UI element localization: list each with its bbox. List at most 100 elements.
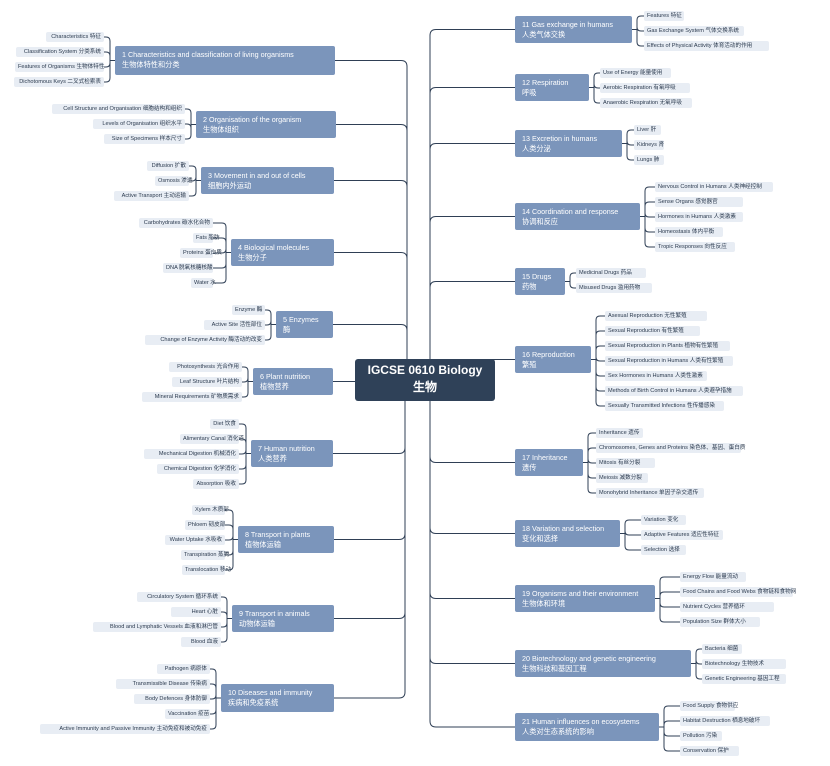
topic-17-subtopic[interactable]: Inheritance 遗传 — [596, 428, 643, 438]
topic-4-subtopic[interactable]: Fats 脂肪 — [193, 233, 220, 243]
topic-10-subtopic[interactable]: Vaccination 疫苗 — [165, 709, 210, 719]
topic-18-subtopic[interactable]: Variation 变化 — [641, 515, 686, 525]
topic-8-subtopic[interactable]: Water Uptake 水吸收 — [165, 535, 225, 545]
central-topic[interactable]: IGCSE 0610 Biology 生物 — [355, 359, 495, 401]
topic-10-subtopic[interactable]: Body Defences 身体防御 — [134, 694, 210, 704]
topic-15-subtopic[interactable]: Misused Drugs 滥用药物 — [576, 283, 652, 293]
topic-19-subtopic[interactable]: Energy Flow 能量流动 — [680, 572, 746, 582]
topic-4-subtopic[interactable]: Water 水 — [191, 278, 216, 288]
topic-16-subtopic[interactable]: Sex Hormones in Humans 人类性激素 — [605, 371, 707, 381]
topic-5-subtopic[interactable]: Change of Enzyme Activity 酶活动的改变 — [145, 335, 265, 345]
topic-17-subtopic[interactable]: Meiosis 减数分裂 — [596, 473, 648, 483]
topic-3-subtopic[interactable]: Active Transport 主动运输 — [114, 191, 189, 201]
topic-2-subtopic[interactable]: Levels of Organisation 组织水平 — [93, 119, 185, 129]
topic-12-subtopic[interactable]: Use of Energy 能量使用 — [600, 68, 671, 78]
topic-11-subtopic[interactable]: Effects of Physical Activity 体育活动的作用 — [644, 41, 769, 51]
topic-10-subtopic[interactable]: Pathogen 病原体 — [157, 664, 210, 674]
topic-2-subtopic[interactable]: Size of Specimens 样本尺寸 — [104, 134, 185, 144]
topic-8-subtopic[interactable]: Transpiration 蒸腾 — [181, 550, 229, 560]
topic-13-subtopic[interactable]: Kidneys 肾 — [634, 140, 664, 150]
topic-16-subtopic[interactable]: Methods of Birth Control in Humans 人类避孕措… — [605, 386, 743, 396]
topic-11-subtopic[interactable]: Features 特征 — [644, 11, 684, 21]
topic-6-subtopic[interactable]: Photosynthesis 光合作用 — [169, 362, 242, 372]
topic-14-subtopic[interactable]: Sense Organs 感觉器官 — [655, 197, 743, 207]
topic-9-subtopic[interactable]: Blood and Lymphatic Vessels 血液和淋巴管 — [93, 622, 221, 632]
topic-10-subtopic[interactable]: Active Immunity and Passive Immunity 主动免… — [40, 724, 210, 734]
topic-11-subtopic[interactable]: Gas Exchange System 气体交换系统 — [644, 26, 744, 36]
topic-4-subtopic[interactable]: Proteins 蛋白质 — [180, 248, 222, 258]
topic-6-subtopic[interactable]: Leaf Structure 叶片结构 — [172, 377, 242, 387]
topic-16-subtopic[interactable]: Sexual Reproduction in Plants 植物有性繁殖 — [605, 341, 730, 351]
topic-1-subtopic[interactable]: Classification System 分类系统 — [16, 47, 104, 57]
topic-7-subtopic[interactable]: Diet 饮食 — [210, 419, 239, 429]
topic-8-subtopic[interactable]: Xylem 木质部 — [192, 505, 229, 515]
topic-12-subtopic[interactable]: Anaerobic Respiration 无氧呼吸 — [600, 98, 692, 108]
topic-6-subtopic[interactable]: Mineral Requirements 矿物质需求 — [142, 392, 242, 402]
topic-5-subtopic[interactable]: Active Site 活性部位 — [204, 320, 265, 330]
topic-1-subtopic[interactable]: Features of Organisms 生物体特性 — [15, 62, 104, 72]
topic-17-subtopic[interactable]: Chromosomes, Genes and Proteins 染色体、基因、蛋… — [596, 443, 745, 453]
topic-15-subtopic[interactable]: Medicinal Drugs 药品 — [576, 268, 646, 278]
topic-20-subtopic[interactable]: Bacteria 细菌 — [702, 644, 742, 654]
topic-16-subtopic[interactable]: Asexual Reproduction 无性繁殖 — [605, 311, 707, 321]
topic-1-node[interactable]: 1 Characteristics and classification of … — [115, 46, 335, 75]
topic-16-subtopic[interactable]: Sexual Reproduction 有性繁殖 — [605, 326, 700, 336]
topic-7-subtopic[interactable]: Mechanical Digestion 机械消化 — [144, 449, 239, 459]
topic-5-subtopic[interactable]: Enzyme 酶 — [232, 305, 265, 315]
topic-4-subtopic[interactable]: Carbohydrates 碳水化合物 — [139, 218, 213, 228]
topic-18-subtopic[interactable]: Selection 选择 — [641, 545, 686, 555]
topic-14-subtopic[interactable]: Hormones in Humans 人类激素 — [655, 212, 743, 222]
topic-19-subtopic[interactable]: Nutrient Cycles 营养循环 — [680, 602, 774, 612]
topic-18-subtopic[interactable]: Adaptive Features 适应性特征 — [641, 530, 723, 540]
topic-21-subtopic[interactable]: Food Supply 食物供应 — [680, 701, 738, 711]
topic-4-subtopic[interactable]: DNA 脱氧核糖核酸 — [163, 263, 213, 273]
topic-13-subtopic[interactable]: Liver 肝 — [634, 125, 661, 135]
topic-16-subtopic[interactable]: Sexually Transmitted Infections 性传播感染 — [605, 401, 724, 411]
topic-9-subtopic[interactable]: Heart 心脏 — [171, 607, 221, 617]
topic-19-subtopic[interactable]: Population Size 群体大小 — [680, 617, 760, 627]
topic-1-subtopic[interactable]: Characteristics 特征 — [46, 32, 104, 42]
topic-17-subtopic[interactable]: Mitosis 有丝分裂 — [596, 458, 655, 468]
topic-9-subtopic[interactable]: Blood 血液 — [181, 637, 221, 647]
topic-21-subtopic[interactable]: Habitat Destruction 栖息地破坏 — [680, 716, 770, 726]
topic-13-subtopic[interactable]: Lungs 肺 — [634, 155, 664, 165]
topic-19-subtopic[interactable]: Food Chains and Food Webs 食物链和食物网 — [680, 587, 796, 597]
topic-3-subtopic[interactable]: Osmosis 渗透 — [155, 176, 193, 186]
topic-20-subtopic[interactable]: Biotechnology 生物技术 — [702, 659, 786, 669]
topic-10-subtopic[interactable]: Transmissible Disease 传染病 — [116, 679, 210, 689]
topic-14-subtopic[interactable]: Tropic Responses 向性反应 — [655, 242, 735, 252]
topic-17-subtopic[interactable]: Monohybrid Inheritance 单因子杂交遗传 — [596, 488, 704, 498]
topic-1-subtopic[interactable]: Dichotomous Keys 二叉式检索表 — [14, 77, 104, 87]
topic-21-subtopic[interactable]: Conservation 保护 — [680, 746, 739, 756]
topic-7-subtopic[interactable]: Absorption 吸收 — [193, 479, 239, 489]
topic-14-subtopic[interactable]: Homeostasis 体内平衡 — [655, 227, 723, 237]
topic-21-subtopic[interactable]: Pollution 污染 — [680, 731, 722, 741]
topic-8-subtopic[interactable]: Translocation 移动 — [182, 565, 231, 575]
topic-20-subtopic[interactable]: Genetic Engineering 基因工程 — [702, 674, 786, 684]
topic-8-subtopic[interactable]: Phloem 韧皮部 — [185, 520, 225, 530]
topic-7-subtopic[interactable]: Chemical Digestion 化学消化 — [157, 464, 239, 474]
topic-9-subtopic[interactable]: Circulatory System 循环系统 — [137, 592, 221, 602]
topic-16-subtopic[interactable]: Sexual Reproduction in Humans 人类有性繁殖 — [605, 356, 733, 366]
topic-7-subtopic[interactable]: Alimentary Canal 消化道 — [180, 434, 244, 444]
topic-3-subtopic[interactable]: Diffusion 扩散 — [147, 161, 189, 171]
